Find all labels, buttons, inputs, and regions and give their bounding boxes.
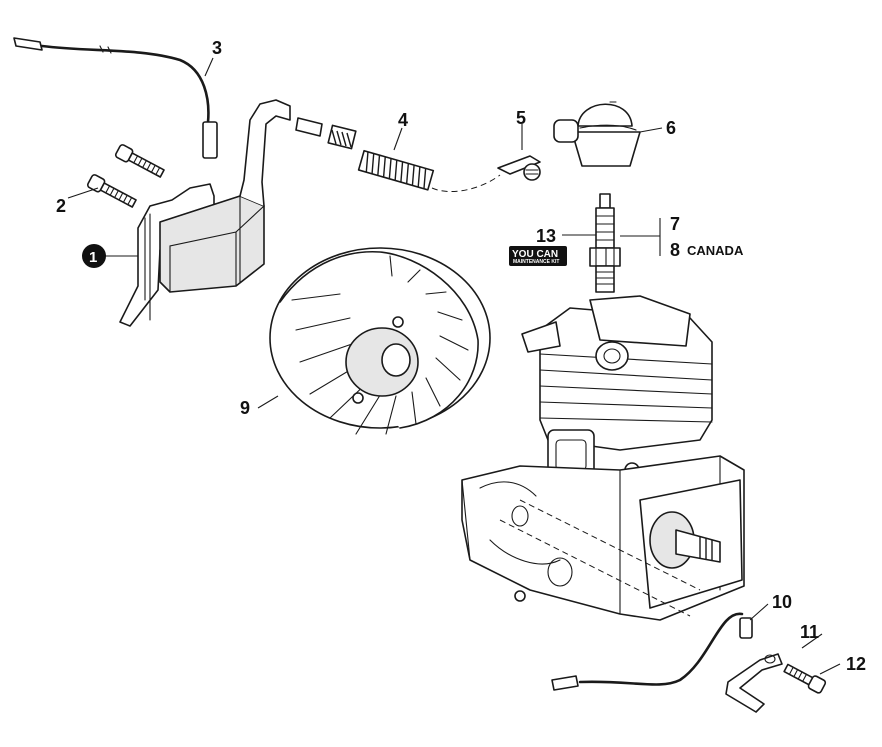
flywheel bbox=[269, 247, 491, 435]
kit-badge-subtitle: MAINTENANCE KIT bbox=[513, 259, 559, 265]
ground-wire bbox=[551, 612, 753, 691]
spark-plug bbox=[589, 193, 621, 293]
callout-8-note: CANADA bbox=[687, 243, 744, 258]
maintenance-kit-badge: YOU CAN MAINTENANCE KIT bbox=[509, 246, 567, 266]
spark-plug-boot bbox=[295, 117, 501, 193]
kit-badge-title: YOU CAN bbox=[512, 249, 558, 260]
callout-1-badge bbox=[82, 244, 106, 268]
callout-12: 12 bbox=[846, 654, 866, 674]
callout-6: 6 bbox=[666, 118, 676, 138]
clamp-screw bbox=[783, 663, 827, 694]
spring-clip bbox=[497, 155, 541, 181]
ignition-lead-wire bbox=[13, 37, 218, 159]
callout-1: 1 bbox=[89, 249, 97, 266]
wire-clamp bbox=[725, 653, 783, 713]
callout-13: 13 bbox=[536, 226, 556, 246]
engine-cylinder bbox=[521, 295, 713, 481]
callout-8: 8 bbox=[670, 240, 680, 260]
callout-5: 5 bbox=[516, 108, 526, 128]
callout-4: 4 bbox=[398, 110, 408, 130]
engine-crankcase bbox=[461, 455, 745, 621]
callout-9: 9 bbox=[240, 398, 250, 418]
callout-7: 7 bbox=[670, 214, 680, 234]
callout-3: 3 bbox=[212, 38, 222, 58]
callout-2: 2 bbox=[56, 196, 66, 216]
ignition-module bbox=[119, 99, 291, 327]
callout-10: 10 bbox=[772, 592, 792, 612]
ignition-screws bbox=[86, 144, 165, 208]
primer-bulb bbox=[553, 101, 641, 167]
callout-labels: 3 2 1 4 5 6 13 7 8 CANADA 9 10 11 12 bbox=[56, 38, 866, 674]
leader-lines bbox=[67, 57, 841, 675]
callout-11: 11 bbox=[800, 622, 819, 642]
